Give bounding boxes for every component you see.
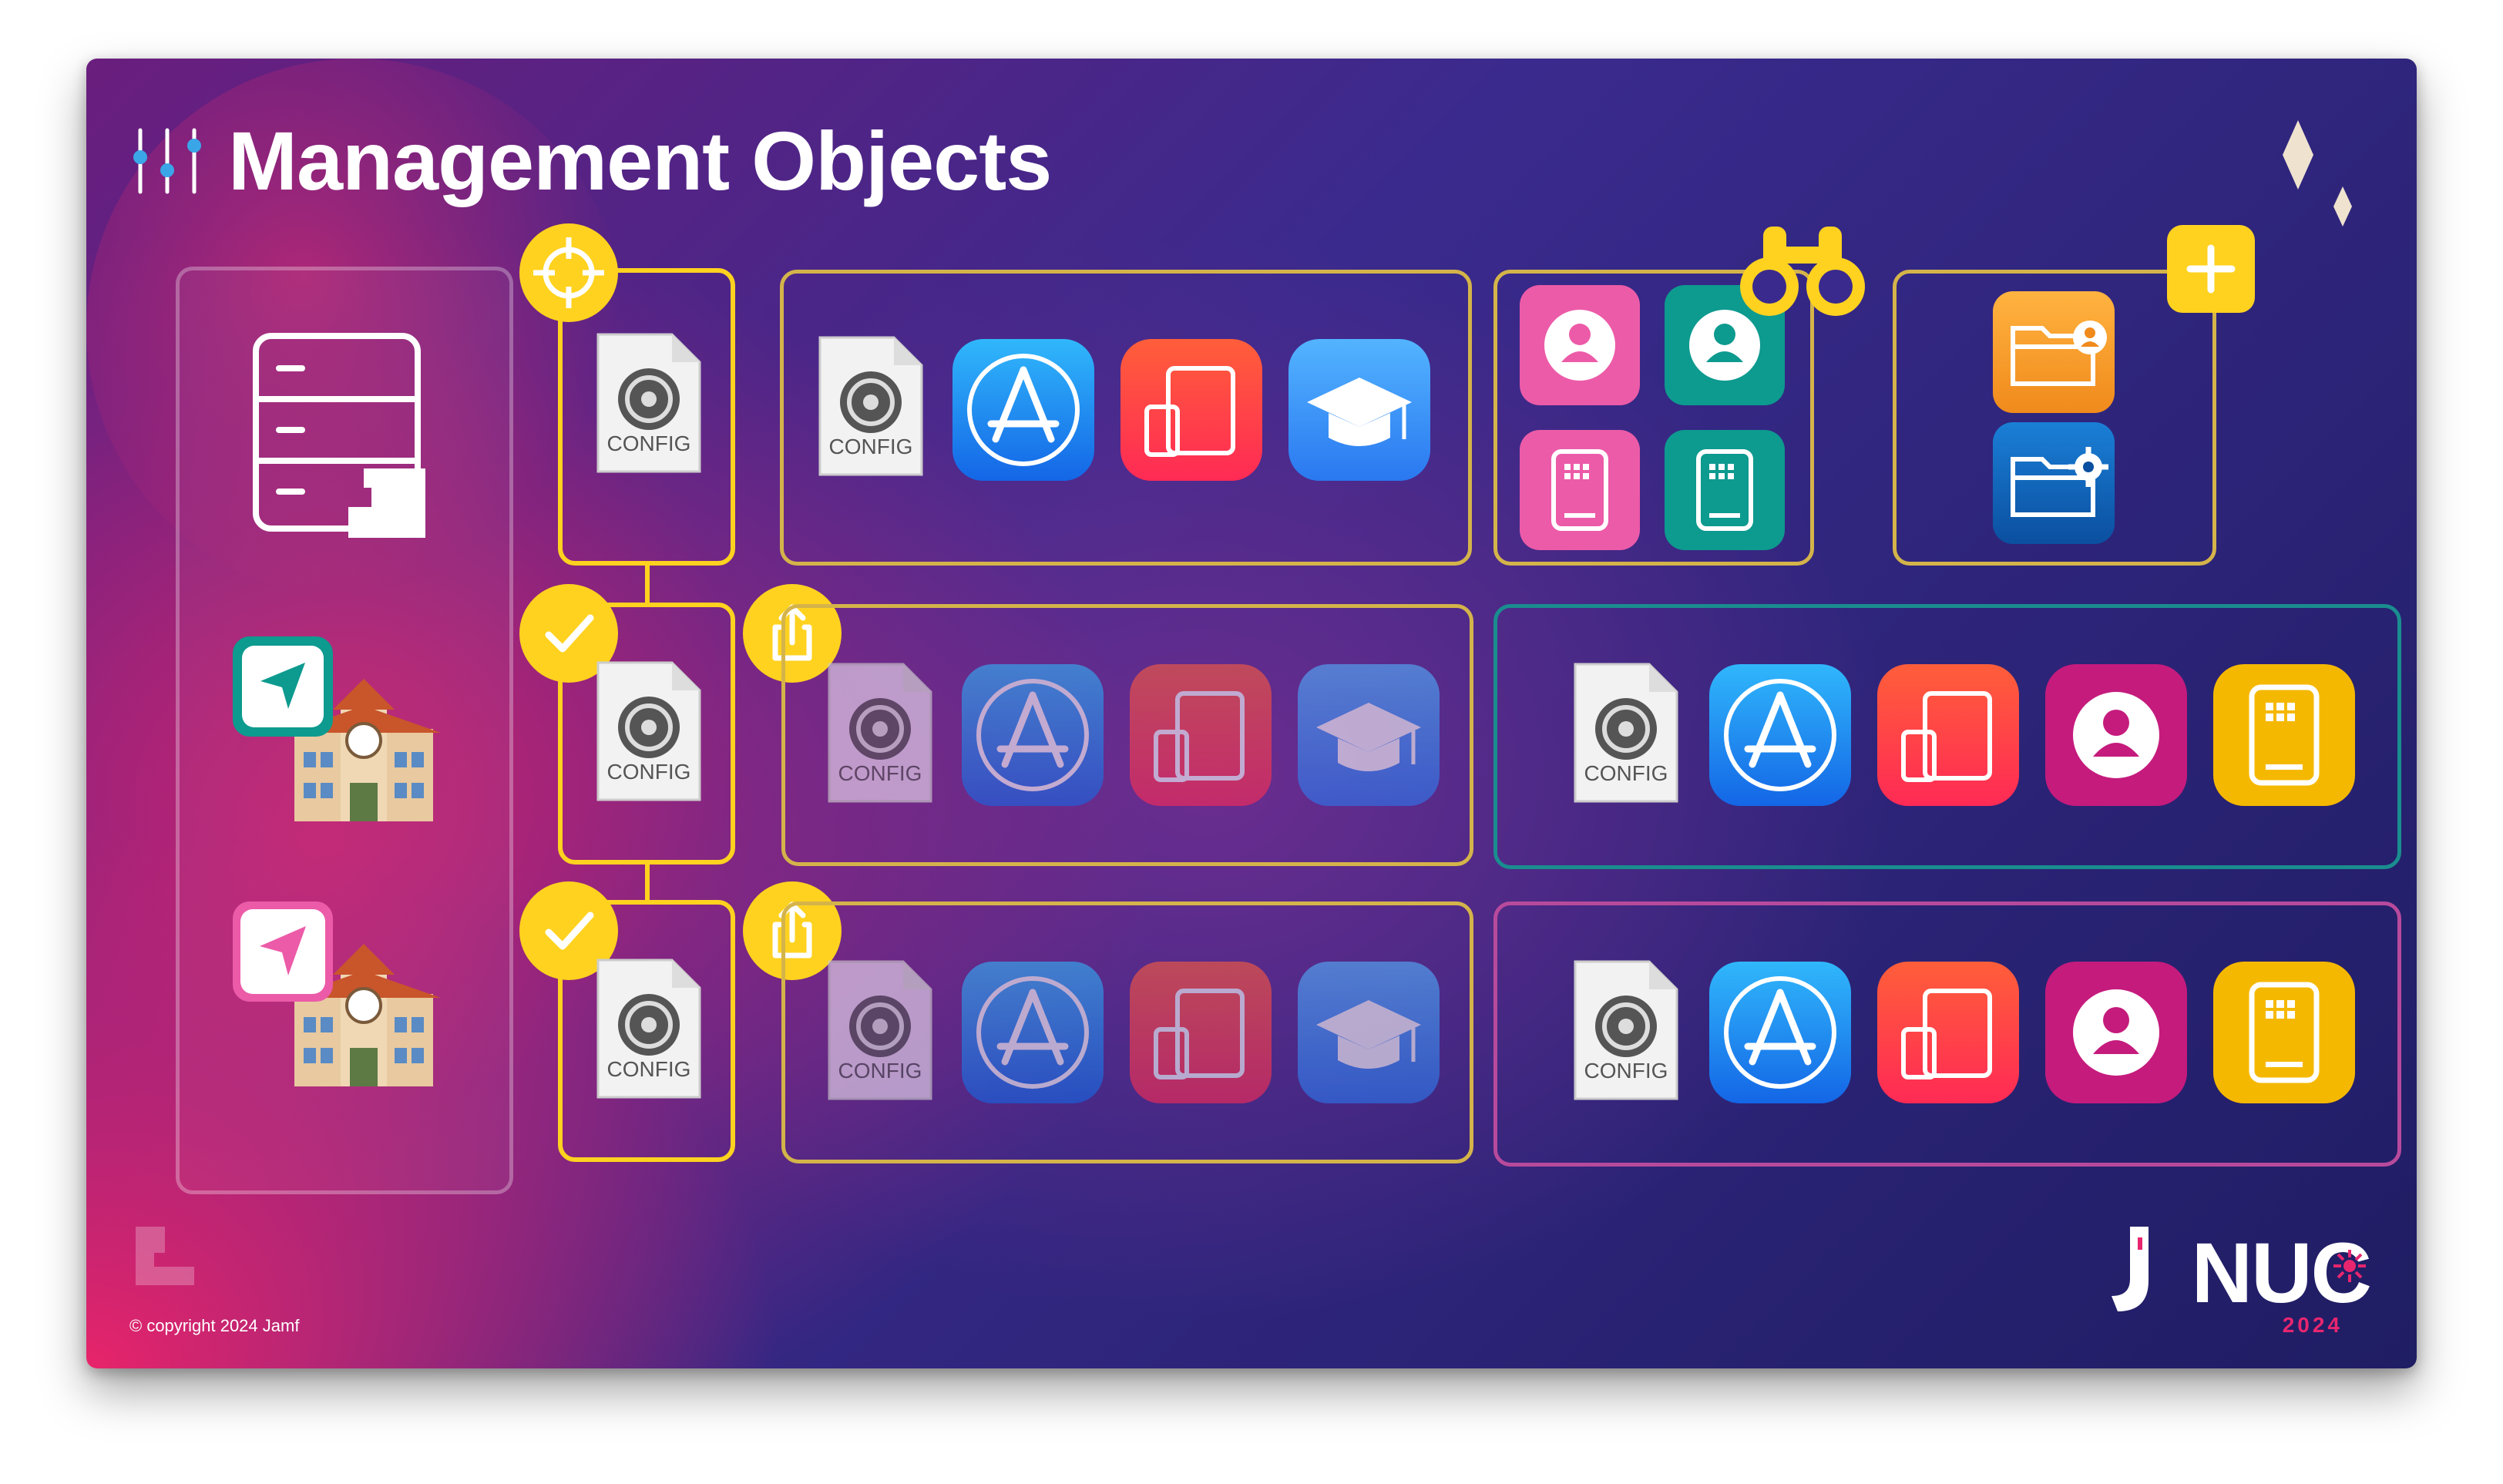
objects-box: [781, 604, 1473, 866]
devices-icon: [1120, 339, 1262, 481]
config-profile-icon: CONFIG: [825, 957, 936, 1103]
devices-icon: [1877, 664, 2019, 806]
config-profile-icon: CONFIG: [593, 658, 704, 804]
binoculars-icon: [1740, 227, 1865, 316]
devices-icon: [1130, 664, 1272, 806]
title-row: Management Objects: [133, 112, 1052, 209]
user-folder-icon: [1993, 291, 2115, 413]
location-arrow-icon: [233, 901, 333, 1002]
scope-box-teal: [1493, 604, 2401, 869]
graduation-cap-icon: [1298, 962, 1440, 1103]
objects-box: [781, 901, 1473, 1163]
app-store-icon: [962, 664, 1104, 806]
device-tablet-icon: [1665, 430, 1785, 550]
config-label: CONFIG: [1584, 761, 1668, 785]
device-tablet-icon: [1520, 430, 1640, 550]
user-icon: [1520, 285, 1640, 405]
config-label: CONFIG: [606, 760, 691, 784]
graduation-cap-icon: [1288, 339, 1430, 481]
config-label: CONFIG: [838, 761, 922, 785]
server-jamf-icon: [253, 333, 425, 538]
objects-box: [780, 270, 1472, 566]
location-row: [233, 901, 510, 1094]
share-icon: [743, 881, 842, 980]
device-tablet-icon: [2213, 962, 2355, 1103]
settings-folder-icon: [1993, 422, 2115, 544]
location-row: [233, 636, 510, 829]
connector-line: [645, 861, 650, 903]
folders-box: [1893, 270, 2216, 566]
sparkle-icon: [2283, 120, 2352, 227]
location-arrow-icon: [233, 636, 333, 737]
sliders-icon: [133, 128, 201, 193]
config-label: CONFIG: [606, 1057, 691, 1081]
app-store-icon: [962, 962, 1104, 1103]
devices-icon: [1130, 962, 1272, 1103]
graduation-cap-icon: [1298, 664, 1440, 806]
config-profile-icon: CONFIG: [825, 660, 936, 806]
page-title: Management Objects: [228, 114, 1052, 207]
jamf-logo-icon: [136, 1227, 194, 1285]
app-store-icon: [952, 339, 1094, 481]
share-icon: [743, 584, 842, 683]
config-profile-icon: CONFIG: [593, 955, 704, 1102]
app-store-icon: [1709, 962, 1851, 1103]
user-icon: [2045, 962, 2187, 1103]
config-profile-icon: CONFIG: [1571, 957, 1682, 1103]
config-label: CONFIG: [606, 431, 691, 455]
copyright-text: © copyright 2024 Jamf: [129, 1316, 300, 1335]
scope-box-pink: [1493, 901, 2401, 1167]
devices-icon: [1877, 962, 2019, 1103]
plus-icon: [2167, 225, 2255, 313]
app-store-icon: [1709, 664, 1851, 806]
crosshair-icon: [519, 223, 618, 322]
user-icon: [2045, 664, 2187, 806]
guitar-j-icon: [2112, 1227, 2149, 1311]
sunburst-icon: [2333, 1250, 2366, 1282]
config-label: CONFIG: [1584, 1059, 1668, 1083]
config-label: CONFIG: [838, 1059, 922, 1083]
config-label: CONFIG: [828, 435, 913, 458]
brand-year: 2024: [2282, 1313, 2343, 1337]
config-profile-icon: CONFIG: [815, 333, 926, 479]
connector-line: [645, 563, 650, 606]
config-profile-icon: CONFIG: [1571, 660, 1682, 806]
school-building-icon: [287, 679, 441, 821]
users-devices-box: [1493, 270, 1814, 566]
device-tablet-icon: [2213, 664, 2355, 806]
config-profile-icon: CONFIG: [593, 330, 704, 476]
slide: Management Objects: [86, 59, 2417, 1368]
